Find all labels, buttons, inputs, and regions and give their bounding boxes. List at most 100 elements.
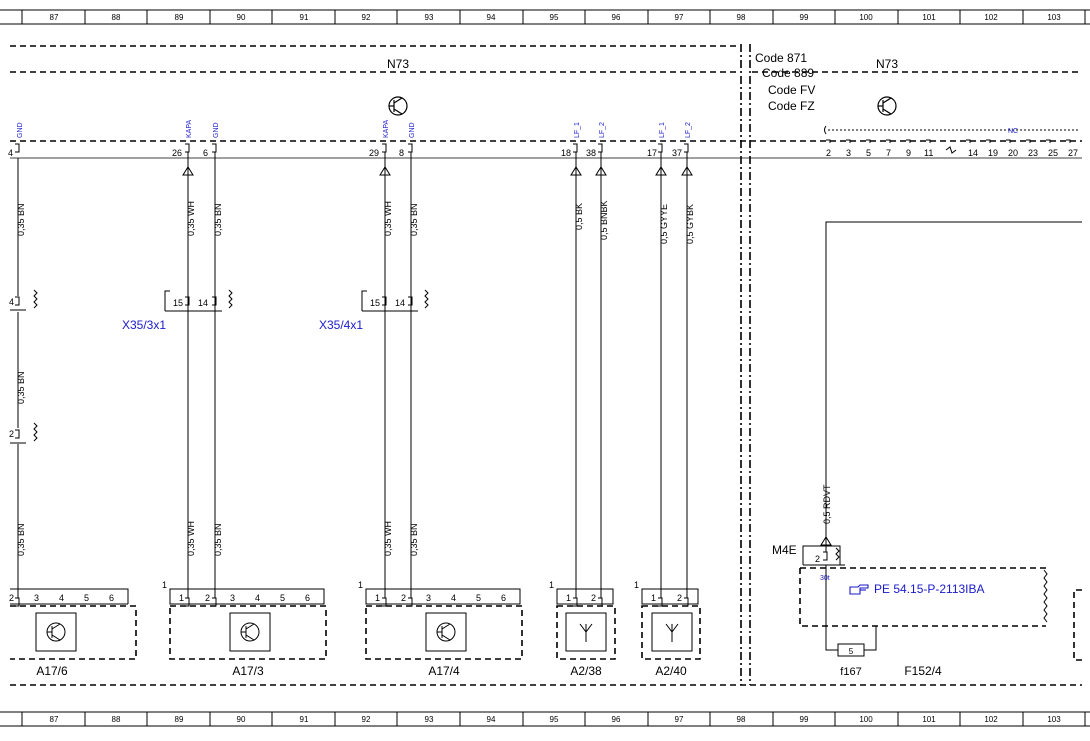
pin-29: 29 [369,148,379,158]
top-ruler [0,9,1090,25]
pin-15: 15 [173,298,183,308]
right-pin: 14 [968,148,978,158]
ruler-bottom-99: 99 [800,715,809,724]
pin-number: 2 [205,593,210,603]
wire-label: 0,35 WH [186,201,196,236]
wire-label: 0,35 BN [16,203,26,236]
pin-4: 4 [8,148,13,158]
terminal-gnd: GND [213,122,220,138]
pin-38: 38 [586,148,596,158]
bottom-ruler [0,711,1090,727]
code-871: Code 871 [755,51,807,65]
ruler-bottom-89: 89 [175,715,184,724]
pin-14: 14 [198,298,208,308]
pin-number: 2 [401,593,406,603]
amplifier-icon [388,96,408,116]
pin-4: 4 [9,297,14,307]
ruler-top-93: 93 [425,13,434,22]
ruler-top-103: 103 [1047,13,1061,22]
pin-17: 17 [647,148,657,158]
a17-4-label: A17/4 [428,664,460,678]
wire-label: 0,35 BN [213,203,223,236]
terminal-lf1: LF_1 [574,122,581,138]
pin-number: 6 [305,593,310,603]
pin-number: 1 [179,593,184,603]
ruler-top-90: 90 [237,13,246,22]
pin-number: 1 [651,593,656,603]
pin-number: 4 [255,593,260,603]
pin-14: 14 [395,298,405,308]
component-a17-3: 1 1 2 3 4 5 6 A17/3 [162,580,327,678]
terminal-gnd: GND [409,122,416,138]
ruler-top-91: 91 [300,13,309,22]
n73-boundary [10,44,1082,686]
pin-1-marker: 1 [549,580,554,590]
top-pin-stubs [15,143,689,153]
pin-1-marker: 1 [358,580,363,590]
pin-2: 2 [815,554,820,564]
right-pin: 25 [1048,148,1058,158]
pin-number: 2 [9,593,14,603]
pin-number: 2 [677,593,682,603]
wire-label: 0,5 GYYE [659,204,669,244]
x35-4x1-label: X35/4x1 [319,318,363,332]
connector-x35-3x1 [164,289,233,312]
wire-label: 0,35 BN [16,523,26,556]
a2-38-label: A2/38 [570,664,602,678]
terminal-gnd: GND [17,122,24,138]
ruler-top-95: 95 [550,13,559,22]
ruler-top-92: 92 [362,13,371,22]
code-fv: Code FV [768,83,815,97]
ruler-top-102: 102 [984,13,998,22]
n73-label-left: N73 [387,57,409,71]
wire-label: 0,35 WH [186,521,196,556]
ruler-top-99: 99 [800,13,809,22]
wire-label: 0,35 BN [213,523,223,556]
pin-number: 1 [566,593,571,603]
a17-3-label: A17/3 [232,664,264,678]
ruler-bottom-101: 101 [922,715,936,724]
wire-label: 0,5 RDVT [822,484,832,524]
component-f152-4: M4E 2 30t PE 54.15-P-2113IBA 5 f167 F152… [772,543,1082,678]
wire-label: 0,35 BN [16,371,26,404]
pin-number: 6 [109,593,114,603]
n73-label-right: N73 [876,57,898,71]
pin-8: 8 [399,148,404,158]
wire-label: 0,35 WH [383,521,393,556]
right-pin: 3 [846,148,851,158]
f152-4-label: F152/4 [904,664,942,678]
ruler-top-96: 96 [612,13,621,22]
right-pin: 23 [1028,148,1038,158]
component-a17-4: 1 1 2 3 4 5 6 A17/4 [358,580,523,678]
pin-30t: 30t [820,575,830,582]
code-fz: Code FZ [768,99,815,113]
terminal-kapa: KAPA [186,120,193,138]
ruler-top-97: 97 [675,13,684,22]
pin-6: 6 [203,148,208,158]
pin-number: 5 [476,593,481,603]
ruler-bottom-96: 96 [612,715,621,724]
ruler-bottom-97: 97 [675,715,684,724]
x35-3x1-label: X35/3x1 [122,318,166,332]
pin-number: 3 [34,593,39,603]
ruler-bottom-87: 87 [50,715,59,724]
pin-1-marker: 1 [162,580,167,590]
wire-label: 0,35 BN [409,203,419,236]
wire-label: 0,35 BN [409,523,419,556]
hand-pointer-icon[interactable] [849,584,869,595]
component-a2-38: 1 1 2 A2/38 [549,580,616,678]
pin-number: 3 [426,593,431,603]
nc-label: NC [1008,128,1018,135]
wire-arrows [182,166,832,546]
pe-reference-link[interactable]: PE 54.15-P-2113IBA [874,582,985,596]
right-pin: 20 [1008,148,1018,158]
wire-label: 0,5 BNBK [599,200,609,240]
a17-6-label: A17/6 [36,664,68,678]
component-a17-6: 2 3 4 5 6 A17/6 [9,588,137,678]
pin-18: 18 [561,148,571,158]
pin-15: 15 [370,298,380,308]
pin-2: 2 [9,429,14,439]
wire-label: 0,35 WH [383,201,393,236]
